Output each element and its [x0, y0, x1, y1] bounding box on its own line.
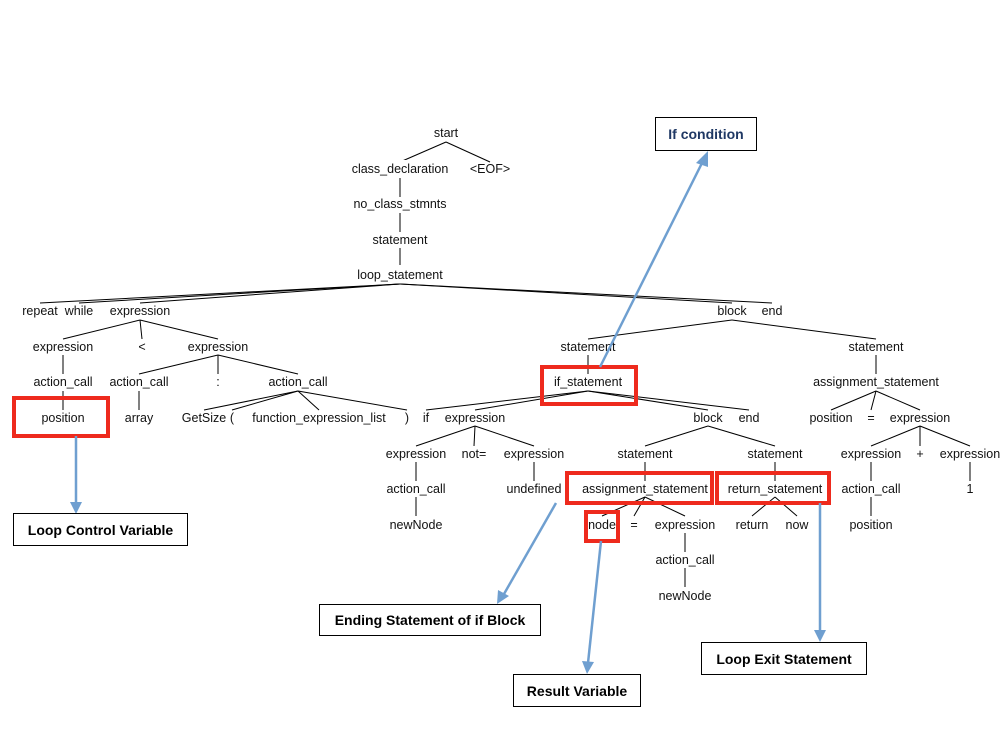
node-statement-top: statement [373, 233, 428, 247]
node-no-class-stmnts: no_class_stmnts [353, 197, 446, 211]
node-start: start [434, 126, 459, 140]
arrow-if-condition [598, 162, 704, 368]
node-statement-block-2: statement [748, 447, 803, 461]
tree-edges [39, 141, 971, 587]
node-position-2: position [809, 411, 852, 425]
arrowhead-loop-exit [814, 630, 826, 642]
node-assignment-statement-2: assignment_statement [813, 375, 939, 389]
node-newnode-1: newNode [390, 518, 443, 532]
node-assignment-statement-1: assignment_statement [582, 482, 708, 496]
node-close-paren: ) [405, 411, 409, 425]
highlight-if-statement [540, 365, 638, 406]
node-expression-assign: expression [655, 518, 715, 532]
node-colon: : [216, 375, 219, 389]
highlight-assignment-statement [565, 471, 714, 505]
arrow-ending-statement [502, 502, 558, 595]
node-action-call-5: action_call [655, 553, 714, 567]
node-return-keyword: return [736, 518, 769, 532]
node-expression-right: expression [188, 340, 248, 354]
node-action-call-4: action_call [386, 482, 445, 496]
node-end-main: end [762, 304, 783, 318]
node-if-keyword: if [423, 411, 430, 425]
callout-loop-exit-statement: Loop Exit Statement [701, 642, 867, 675]
node-equals-2: = [867, 411, 874, 425]
highlight-node [584, 510, 620, 543]
callout-if-condition: If condition [655, 117, 757, 151]
node-eof: <EOF> [470, 162, 510, 176]
arrow-result-variable [586, 540, 603, 664]
node-expression-r-right: expression [940, 447, 1000, 461]
arrowhead-result-variable [582, 661, 594, 674]
callout-ending-statement: Ending Statement of if Block [319, 604, 541, 636]
node-position-3: position [849, 518, 892, 532]
callout-result-variable: Result Variable [513, 674, 641, 707]
arrowhead-loop-control [70, 502, 82, 514]
node-statement-right: statement [849, 340, 904, 354]
node-block-main: block [717, 304, 747, 318]
node-plus: + [916, 447, 923, 461]
node-action-call-1: action_call [33, 375, 92, 389]
highlight-boxes [12, 365, 831, 543]
node-undefined: undefined [507, 482, 562, 496]
node-expression-cond-right: expression [504, 447, 564, 461]
node-loop-statement: loop_statement [357, 268, 443, 282]
node-function-expression-list: function_expression_list [252, 411, 386, 425]
node-now: now [786, 518, 810, 532]
node-array: array [125, 411, 154, 425]
node-statement-block-1: statement [618, 447, 673, 461]
highlight-return-statement [715, 471, 831, 505]
node-expression-if: expression [445, 411, 505, 425]
node-action-call-3: action_call [268, 375, 327, 389]
arrowhead-if-condition [696, 151, 708, 167]
node-equals-1: = [630, 518, 637, 532]
node-position-1: position [41, 411, 84, 425]
node-block-if: block [693, 411, 723, 425]
node-expression-r-left: expression [841, 447, 901, 461]
callout-arrows [70, 151, 826, 674]
node-repeat: repeat [22, 304, 58, 318]
node-end-if: end [739, 411, 760, 425]
node-while: while [64, 304, 94, 318]
node-action-call-2: action_call [109, 375, 168, 389]
tree-nodes: start class_declaration <EOF> no_class_s… [22, 126, 1000, 603]
highlight-position [12, 396, 110, 438]
node-return-statement: return_statement [728, 482, 823, 496]
callout-loop-control-variable: Loop Control Variable [13, 513, 188, 546]
node-if-statement: if_statement [554, 375, 623, 389]
node-getsize: GetSize [182, 411, 227, 425]
node-action-call-6: action_call [841, 482, 900, 496]
node-expression-left: expression [33, 340, 93, 354]
node-expression-r: expression [890, 411, 950, 425]
node-less-than: < [138, 340, 145, 354]
node-newnode-2: newNode [659, 589, 712, 603]
arrowhead-ending-statement [497, 590, 509, 604]
node-expression-main: expression [110, 304, 170, 318]
node-expression-cond-left: expression [386, 447, 446, 461]
node-class-declaration: class_declaration [352, 162, 449, 176]
node-not-equal: not= [462, 447, 487, 461]
node-node: node [588, 518, 616, 532]
node-statement-mid: statement [561, 340, 616, 354]
node-one: 1 [967, 482, 974, 496]
node-open-paren: ( [230, 411, 235, 425]
